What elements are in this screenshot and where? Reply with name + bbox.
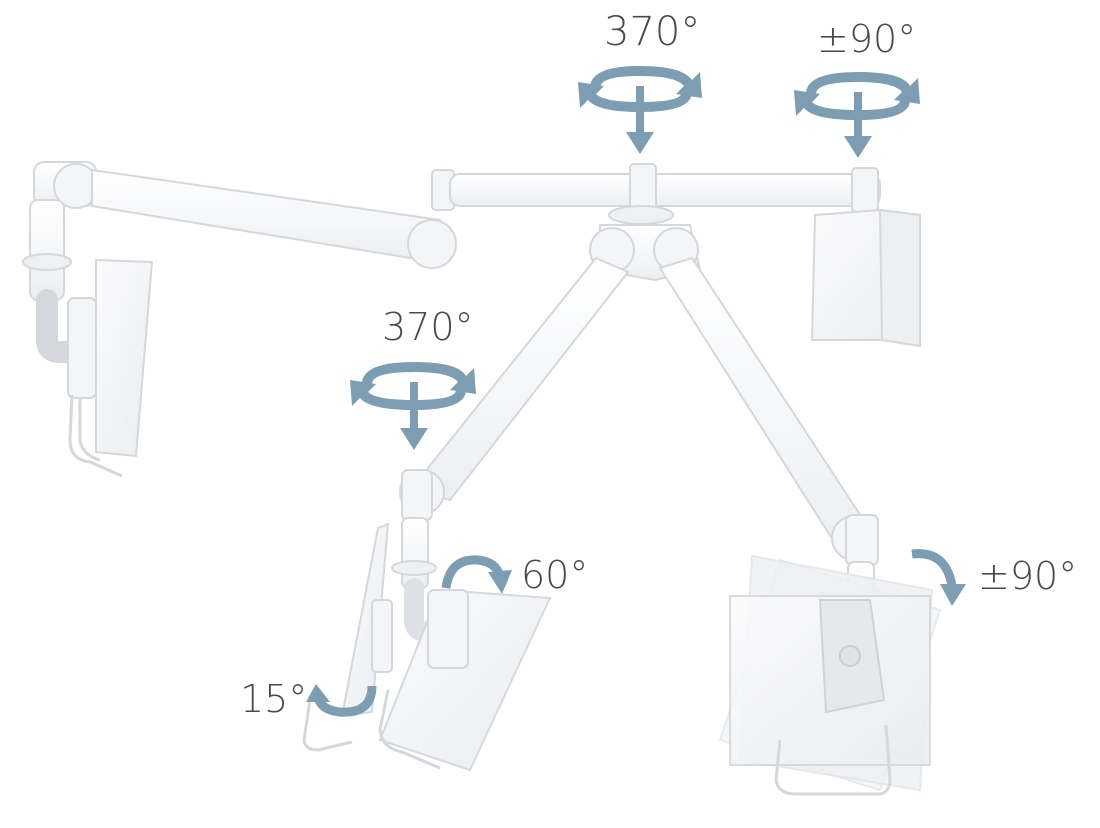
joint-housing <box>401 469 433 521</box>
keyboard-handle <box>302 699 353 752</box>
tilted-monitor-screen <box>340 522 390 718</box>
folded-monitor-screen <box>95 258 154 458</box>
upper-arm-segment <box>91 168 442 264</box>
left-descending-arm <box>302 256 630 772</box>
descending-arm-segment <box>410 256 630 502</box>
post-bend <box>36 289 91 363</box>
arm-joint <box>407 219 457 269</box>
post-collar <box>22 253 72 271</box>
joint-housing <box>845 514 879 566</box>
rotated-monitor-screen <box>378 588 552 772</box>
keyboard-handle <box>774 724 892 796</box>
left-folded-arm <box>22 161 457 478</box>
rotation-arrow-icon <box>794 72 920 120</box>
horizontal-bar <box>449 173 881 207</box>
curved-arrow-icon <box>911 549 966 606</box>
curved-arrow-icon <box>441 555 512 594</box>
right-pivot-block <box>851 167 879 213</box>
keyboard-handle <box>378 689 441 770</box>
pivot-collar <box>608 205 674 225</box>
vesa-bracket <box>67 297 97 399</box>
drop-post <box>401 517 429 589</box>
vesa-knob <box>839 645 861 667</box>
down-arrow-icon <box>400 382 428 450</box>
top-pivot-rotation-label: 370° <box>604 9 701 55</box>
center-pivot-block <box>629 163 657 213</box>
top-right-rotation-label: ±90° <box>817 17 917 61</box>
keyboard-handle <box>78 398 101 462</box>
accessory-box-side <box>878 208 921 348</box>
vertical-post <box>29 199 65 301</box>
vesa-bracket <box>371 599 393 673</box>
post-collar <box>391 560 437 576</box>
rotation-arrow-icon <box>350 362 476 410</box>
rotate-pm90-label: ±90° <box>978 554 1078 598</box>
curved-arrow-icon <box>306 684 377 717</box>
down-arrow-icon <box>844 92 872 158</box>
vesa-bracket <box>427 589 469 669</box>
right-descending-arm <box>658 256 942 796</box>
down-arrow-icon <box>626 86 654 154</box>
mid-pivot-rotation-label: 370° <box>382 305 474 349</box>
tilt-60-label: 60° <box>521 553 589 597</box>
keyboard-handle <box>68 394 123 478</box>
tilt-15-label: 15° <box>240 677 308 721</box>
top-bar <box>431 163 921 348</box>
rotation-arrow-icon <box>578 66 702 112</box>
